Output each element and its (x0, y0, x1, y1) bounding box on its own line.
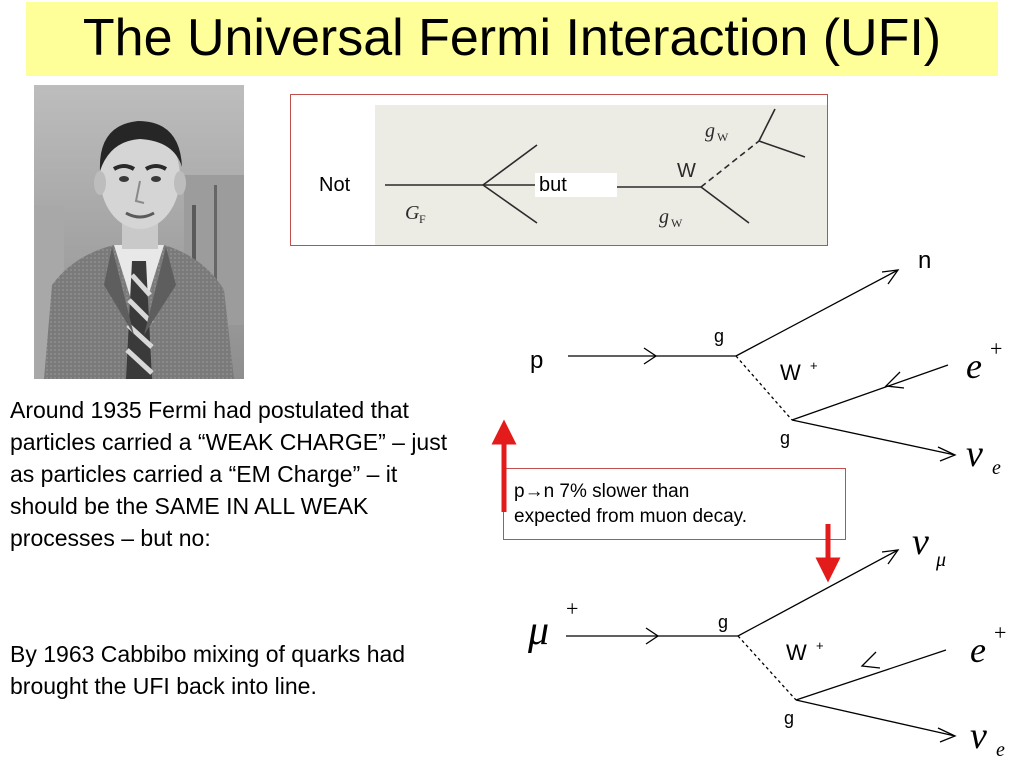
bottom-w-boson-charge: + (816, 638, 824, 653)
top-positron-label: e (966, 346, 982, 386)
top-diagram-lines (568, 269, 957, 462)
bottom-muon-neutrino-label: ν (912, 521, 929, 563)
inset-gf-subscript: F (419, 212, 426, 226)
paragraph-cabibbo: By 1963 Cabbibo mixing of quarks had bro… (10, 641, 406, 699)
inset-gw-top-subscript: W (717, 130, 729, 144)
bottom-muon-neutrino-subscript: μ (935, 549, 946, 571)
bottom-neutrino-subscript: e (996, 739, 1005, 761)
inset-comparison-box: G F g W W g W Not but (290, 94, 828, 246)
top-neutrino-subscript: e (992, 457, 1001, 479)
bottom-w-boson-label: W (786, 640, 807, 665)
bottom-positron-charge: + (994, 620, 1006, 645)
top-w-boson-label: W (780, 360, 801, 385)
title-bar: The Universal Fermi Interaction (UFI) (26, 2, 998, 76)
bottom-muon-label: μ (527, 608, 549, 654)
bottom-neutrino-label: ν (970, 715, 987, 757)
top-neutrino-label: ν (966, 433, 983, 475)
bottom-positron-label: e (970, 630, 986, 670)
top-coupling-lower: g (780, 428, 790, 448)
top-proton-label: p (530, 347, 543, 374)
top-w-boson-charge: + (810, 358, 818, 373)
paragraph-weak-charge: Around 1935 Fermi had postulated that pa… (10, 397, 448, 551)
bottom-muon-charge: + (566, 596, 578, 621)
top-neutron-label: n (918, 247, 931, 274)
fermi-portrait-photo (34, 85, 244, 379)
slide-title: The Universal Fermi Interaction (UFI) (82, 9, 942, 67)
bottom-diagram-lines (566, 549, 957, 743)
top-positron-charge: + (990, 336, 1002, 361)
inset-but-label: but (535, 173, 617, 197)
top-coupling-upper: g (714, 326, 724, 346)
note-box: p→n 7% slower than expected from muon de… (503, 468, 846, 540)
inset-gw-bottom-label: g (659, 206, 669, 228)
bottom-coupling-lower: g (784, 708, 794, 728)
inset-gw-bottom-subscript: W (671, 216, 683, 230)
note-text: p→n 7% slower than expected from muon de… (514, 481, 748, 527)
bottom-coupling-upper: g (718, 612, 728, 632)
inset-gw-top-label: g (705, 120, 715, 142)
inset-w-label: W (677, 160, 696, 182)
inset-not-label: Not (315, 173, 355, 197)
inset-gf-label: G (405, 202, 420, 224)
